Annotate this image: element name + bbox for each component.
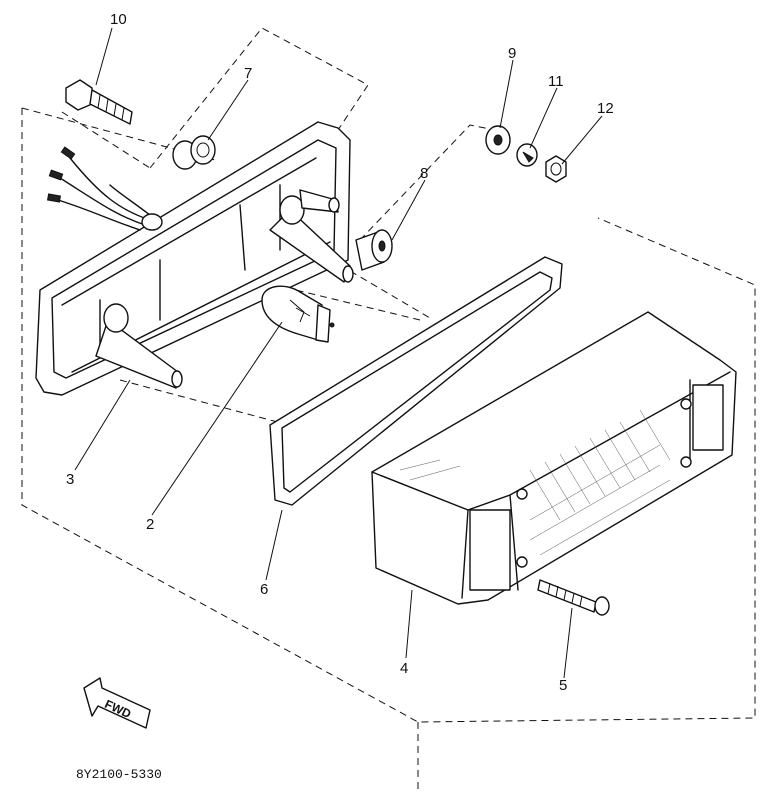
lens-part (371, 311, 737, 605)
part-label: 4 (400, 660, 408, 677)
part-label: 6 (260, 581, 268, 598)
bolt-part (65, 79, 133, 125)
part-label: 10 (110, 11, 127, 28)
part-label: 8 (420, 165, 428, 182)
collar-part (355, 229, 393, 271)
screw-part (537, 579, 610, 616)
fwd-arrow-icon: FWD (83, 677, 151, 729)
socket-housing (35, 121, 354, 396)
fastener-parts (485, 125, 567, 183)
part-labels: 10 7 9 11 12 8 3 2 6 4 5 (66, 11, 614, 694)
assembly-boundary (21, 27, 756, 790)
part-label: 5 (559, 677, 567, 694)
part-label: 9 (508, 45, 516, 62)
leader-lines (74, 27, 603, 679)
drawing-code: 8Y2100-5330 (76, 767, 162, 782)
grommet-part (172, 135, 216, 170)
part-label: 2 (146, 516, 154, 533)
gasket-part (269, 256, 563, 506)
bulb-part (261, 285, 335, 343)
part-label: 12 (597, 100, 614, 117)
part-label: 11 (548, 73, 564, 90)
part-label: 3 (66, 471, 74, 488)
part-label: 7 (244, 65, 252, 82)
